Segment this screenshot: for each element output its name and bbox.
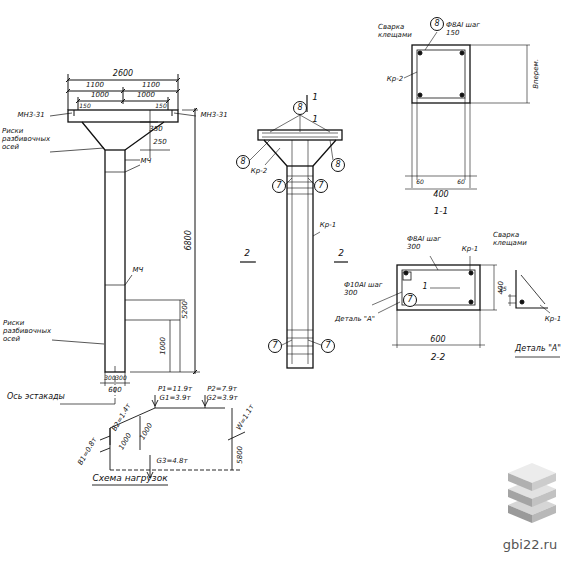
section-2-2 <box>372 256 497 348</box>
logo <box>508 463 556 523</box>
elevation <box>50 74 200 404</box>
drawing-label: 15 <box>499 286 507 293</box>
callout-circle: 7 <box>321 339 335 353</box>
drawing-label: G1=3.9т <box>160 395 191 403</box>
drawing-label: 1100 <box>86 82 104 90</box>
drawing-label: 1 <box>312 115 318 125</box>
reinforcement-elevation <box>240 95 348 368</box>
drawing-label: 5800 <box>237 446 245 464</box>
drawing-label: Кр-2 <box>251 168 267 176</box>
callout-number: 7 <box>318 182 323 190</box>
drawing-label: 1 <box>312 93 318 103</box>
drawing-label: 60 <box>457 179 465 186</box>
drawing-label: 1000 <box>137 92 155 100</box>
section-1-1 <box>404 32 530 189</box>
drawing-label: 1000 <box>118 432 134 451</box>
drawing-label: Схема нагрузок <box>92 474 167 484</box>
callout-number: 7 <box>276 182 281 190</box>
drawing-label: Ф10АI шаг 300 <box>344 282 384 297</box>
drawing-label: МН3-31 <box>17 112 44 120</box>
callout-number: 8 <box>240 158 245 166</box>
drawing-label: Сварка клещами <box>493 232 533 247</box>
drawing-label: 6800 <box>185 230 194 250</box>
callout-circle: 7 <box>314 179 328 193</box>
watermark: gbi22.ru <box>503 538 557 552</box>
callout-circle: 8 <box>236 155 250 169</box>
drawing-label: Риски разбивочных осей <box>2 128 52 151</box>
drawing-label: 2600 <box>113 70 133 79</box>
drawing-label: Ось эстакады <box>7 393 65 402</box>
callout-circle: 8 <box>331 158 345 172</box>
callout-number: 8 <box>434 20 439 28</box>
drawing-label: G2=3.9т <box>207 395 238 403</box>
drawing-label: 5200 <box>182 301 190 319</box>
drawing-label: 2-2 <box>431 353 446 363</box>
drawing-label: Риски разбивочных осей <box>3 320 53 343</box>
drawing-label: P2=7.9т <box>207 386 237 394</box>
drawing-label: Кр-1 <box>320 222 336 230</box>
drawing-label: Кр-1 <box>462 246 478 254</box>
drawing-label: P1=11.9т <box>158 386 192 394</box>
drawing-label: Ф8АI шаг 150 <box>446 22 486 37</box>
drawing-label: Кр-1 <box>545 316 561 324</box>
drawing-label: B1=0.8т <box>77 437 99 467</box>
drawing-label: 2 <box>338 249 344 259</box>
drawing-label: МЧ <box>133 267 144 275</box>
callout-number: 7 <box>272 342 277 350</box>
drawing-label: 1 <box>422 283 427 292</box>
drawing-label: 150 <box>79 103 90 110</box>
drawing-label: W=1.1т <box>236 404 257 432</box>
drawing-label: 1000 <box>160 337 168 355</box>
drawing-label: 300 <box>104 375 115 382</box>
drawing-label: 250 <box>153 139 166 147</box>
drawing-label: Кр-2 <box>387 76 403 84</box>
drawing-label: Сварка клещами <box>378 24 418 39</box>
drawing-label: Ф8АI шаг 300 <box>407 236 449 251</box>
drawing-label: G3=4.8т <box>157 458 188 466</box>
detail-a <box>508 270 560 357</box>
load-scheme <box>92 395 245 485</box>
drawing-label: 1-1 <box>434 207 449 217</box>
drawing-label: 150 <box>155 103 166 110</box>
drawing-label: 600 <box>108 387 121 395</box>
drawing-label: 600 <box>430 336 445 345</box>
callout-circle: 7 <box>268 339 282 353</box>
drawing-label: B2=1.4т <box>111 403 133 433</box>
drawing-label: 1000 <box>139 422 155 441</box>
drawing-label: 60 <box>416 179 424 186</box>
drawing-label: 2 <box>244 249 250 259</box>
drawing-label: МН3-31 <box>200 112 227 120</box>
drawing-label: 400 <box>433 191 448 200</box>
drawing-label: Деталь "А" <box>335 316 375 324</box>
drawing-label: МЧ <box>141 158 152 166</box>
callout-number: 7 <box>407 296 412 304</box>
drawing-label: Вперем. <box>533 59 541 89</box>
callout-circle: 7 <box>272 179 286 193</box>
drawing-label: 350 <box>149 126 162 134</box>
callout-number: 8 <box>335 161 340 169</box>
callout-circle: 8 <box>293 101 307 115</box>
callout-number: 8 <box>297 104 302 112</box>
callout-number: 7 <box>325 342 330 350</box>
drawing-label: 1100 <box>142 82 160 90</box>
drawing-label: Деталь "А" <box>515 345 561 354</box>
drawing-label: 1000 <box>91 92 109 100</box>
callout-circle: 7 <box>403 293 417 307</box>
drawing-label: 300 <box>115 375 126 382</box>
callout-circle: 8 <box>430 17 444 31</box>
